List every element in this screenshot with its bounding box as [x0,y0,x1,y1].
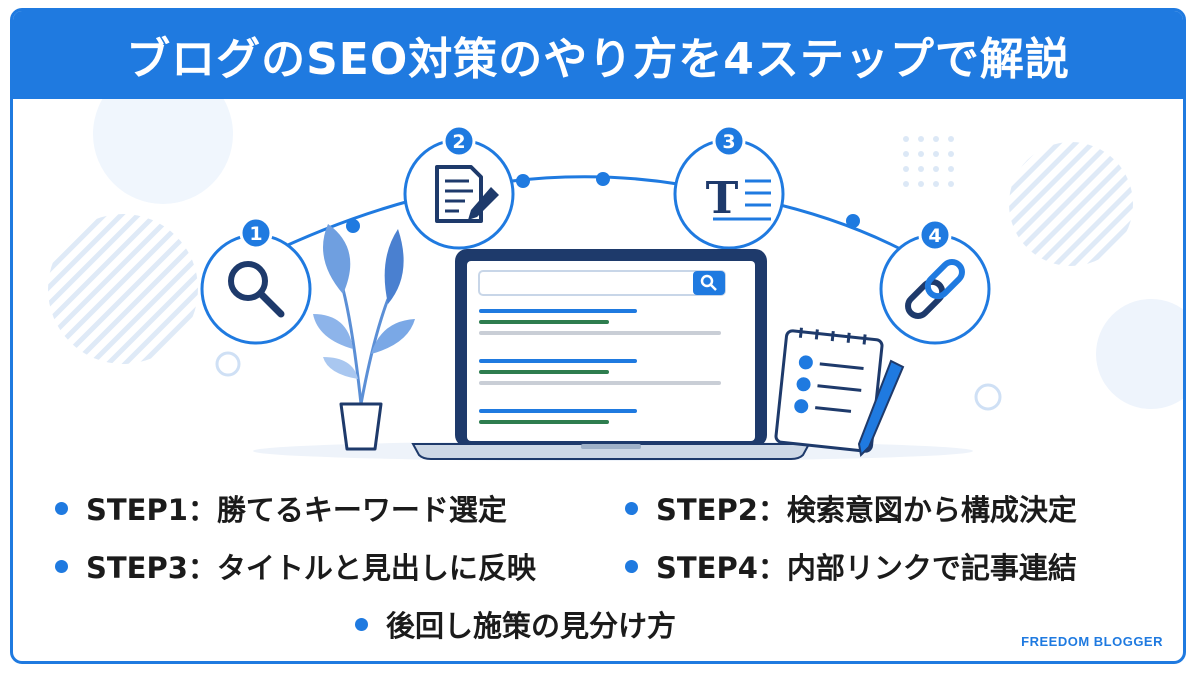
bullet-dot [625,559,638,573]
slide-frame: ブログのSEO対策のやり方を4ステップで解説 [10,8,1186,664]
step-1-badge: 1 [249,223,262,245]
bg-circle-striped-right [1009,142,1133,266]
bullet-dot [55,501,68,515]
check-icon [798,355,813,370]
bg-dot-grid [903,136,954,187]
step-list-item-2: STEP2：検索意図から構成決定 [625,487,1077,529]
step-list-label: 後回し施策の見分け方 [386,609,677,643]
plant-illustration [313,224,415,451]
step-1-node: 1 [200,216,312,345]
bg-ring-left [215,351,241,377]
document-edit-icon [435,165,499,223]
laptop-illustration [411,249,811,460]
seo-steps-illustration: 1 2 T [48,99,1183,461]
step-4-node: 4 [879,218,991,345]
step-list-label: STEP3：タイトルと見出しに反映 [86,551,536,585]
step-list-label: STEP4：内部リンクで記事連結 [656,551,1077,585]
step-connector-arc [257,175,929,266]
step-2-badge: 2 [452,131,465,153]
connector-dot [346,219,360,233]
bullet-dot [55,559,68,573]
step-3-node: T 3 [673,124,785,250]
bg-circle-top-left [93,99,233,204]
page-title: ブログのSEO対策のやり方を4ステップで解説 [126,34,1070,85]
mock-search-icon [700,274,714,288]
step-4-badge: 4 [928,225,941,247]
title-band: ブログのSEO対策のやり方を4ステップで解説 [13,11,1183,99]
bg-ring-right [974,383,1002,411]
step-list-item-5: 後回し施策の見分け方 [355,603,676,645]
step-list: STEP1：勝てるキーワード選定 STEP2：検索意図から構成決定 STEP3：… [13,479,1183,661]
check-icon [794,399,809,414]
step-2-node: 2 [403,124,515,250]
connector-dot [846,214,860,228]
bullet-dot [355,617,368,631]
step-list-item-4: STEP4：内部リンクで記事連結 [625,545,1077,587]
step-list-item-1: STEP1：勝てるキーワード選定 [55,487,507,529]
step-list-label: STEP1：勝てるキーワード選定 [86,493,507,527]
connector-dot [516,174,530,188]
text-format-icon: T [706,173,771,224]
mock-search-results [479,309,721,424]
step-list-item-3: STEP3：タイトルと見出しに反映 [55,545,536,587]
step-list-label: STEP2：検索意図から構成決定 [656,493,1077,527]
checklist-clipboard [774,327,905,458]
search-icon [228,261,268,301]
brand-logo-text: FREEDOM BLOGGER [1021,634,1163,649]
mock-search-bar [478,270,726,296]
connector-dot [596,172,610,186]
checklist-items [794,327,867,414]
bullet-dot [625,501,638,515]
bg-circle-striped-left [48,214,198,364]
text-format-glyph: T [706,173,739,224]
bg-circle-right [1096,299,1183,409]
step-3-badge: 3 [722,131,735,153]
link-icon [905,259,965,319]
pen-icon [857,359,905,458]
check-icon [796,377,811,392]
